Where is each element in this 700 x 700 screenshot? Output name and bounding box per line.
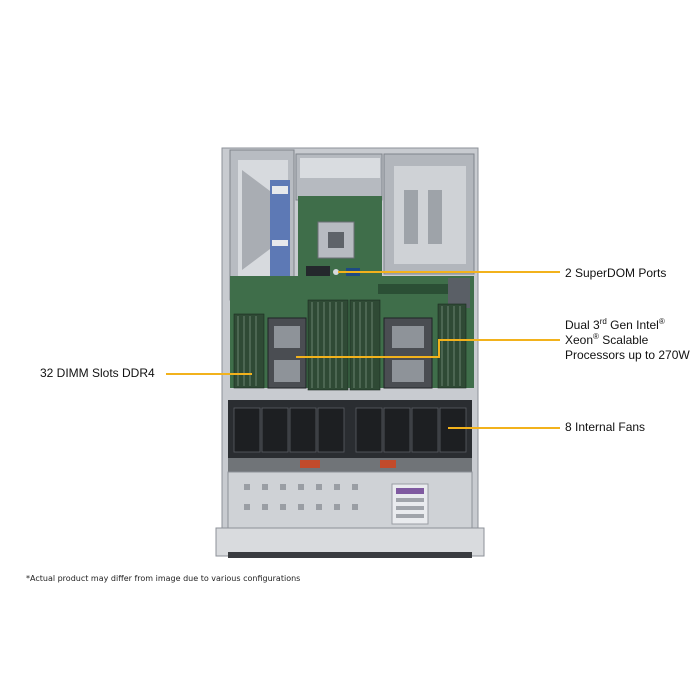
fans-leader-line [448,427,560,429]
cpu-leader-line-horizontal [440,339,560,341]
callout-processors: Dual 3rd Gen Intel® Xeon® Scalable Proce… [565,318,690,363]
callout-processors-line-1: Dual 3rd Gen Intel® [565,317,665,333]
footnote: *Actual product may differ from image du… [26,574,301,583]
callout-superdom: 2 SuperDOM Ports [565,266,667,280]
callout-dimm-slots: 32 DIMM Slots DDR4 [40,366,155,380]
cpu-leader-line-vertical [438,339,440,358]
callout-internal-fans: 8 Internal Fans [565,420,646,434]
superdom-leader-line [338,271,560,273]
cpu-leader-line-lower [296,356,440,358]
callout-processors-line-3: Processors up to 270W [565,348,690,362]
callout-processors-line-2: Xeon® Scalable [565,332,649,348]
dimm-leader-line [166,373,252,375]
